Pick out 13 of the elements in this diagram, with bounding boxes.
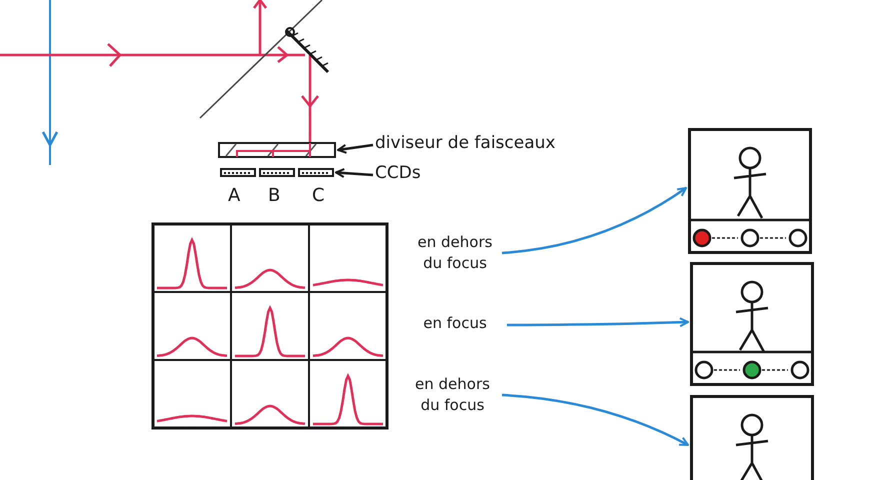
arrow [507, 317, 689, 328]
annotation-text: diviseur de faisceaux [375, 133, 655, 157]
channel-label: B [268, 186, 280, 205]
channel-label: C [312, 186, 325, 205]
leader-line [335, 168, 374, 178]
annotation-text: en dehors du focus [410, 232, 500, 274]
annotation-text: en dehors du focus [405, 374, 500, 416]
arrow [502, 394, 689, 446]
annotation-text: en focus [405, 313, 505, 337]
leader-line [337, 144, 374, 154]
channel-label: A [228, 186, 240, 205]
arrow [502, 186, 687, 254]
annotation-text: CCDs [375, 163, 445, 187]
